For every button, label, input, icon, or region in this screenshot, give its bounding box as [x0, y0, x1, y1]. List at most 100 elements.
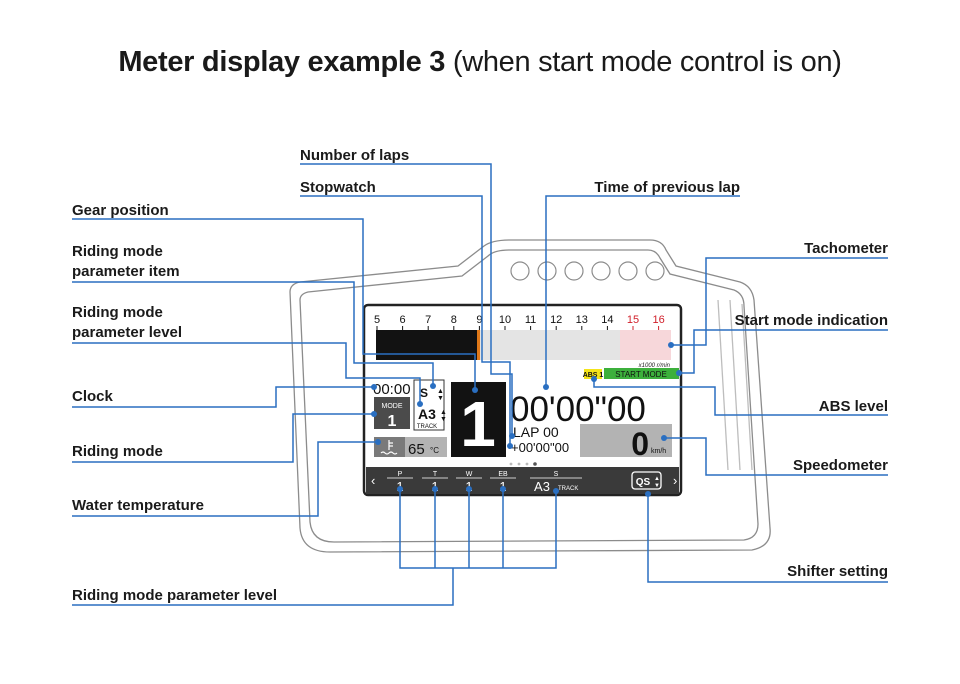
line-abs-level	[593, 379, 888, 416]
tach-tick-label: 5	[374, 314, 380, 326]
tach-tick-label: 15	[627, 314, 639, 326]
parameter-label: T	[433, 471, 438, 478]
water-temperature-unit: °C	[430, 446, 439, 455]
tach-marker	[477, 330, 480, 360]
tach-tick-label: 12	[550, 314, 562, 326]
callout-water-temperature: Water temperature	[72, 497, 204, 514]
callout-riding-mode-parameter-level-top: Riding mode parameter level	[72, 304, 183, 341]
tachometer: 5 6 7 8 9 10 11 12 13 14 15 16 x1000 r/min	[374, 314, 671, 369]
callout-gear-position: Gear position	[72, 202, 169, 219]
line-speedometer	[664, 437, 888, 476]
tach-tick-label: 10	[499, 314, 511, 326]
callout-time-of-previous-lap: Time of previous lap	[594, 179, 740, 196]
tach-tick-label: 13	[576, 314, 588, 326]
tach-tick-label: 14	[601, 314, 613, 326]
callout-tachometer: Tachometer	[804, 240, 888, 257]
callout-riding-mode-parameter-level-bottom: Riding mode parameter level	[72, 587, 278, 604]
tach-tick-label: 16	[652, 314, 664, 326]
parameter-bar	[366, 467, 679, 494]
riding-mode-box	[374, 397, 410, 429]
page-title: Meter display example 3 (when start mode…	[0, 46, 960, 79]
param-level-sub: TRACK	[417, 424, 437, 430]
line-time-of-previous-lap	[545, 195, 740, 387]
parameter-label: EB	[498, 471, 508, 478]
speedometer-unit: km/h	[651, 448, 666, 455]
speedometer-box	[580, 424, 672, 457]
number-of-laps: LAP 00	[513, 424, 559, 440]
param-level-down-arrow: ▼	[440, 416, 447, 423]
start-mode-box	[604, 368, 679, 379]
callout-shifter-setting: Shifter setting	[787, 563, 888, 580]
riding-mode-parameter-item: S	[420, 386, 428, 400]
abs-level-badge: ABS 1	[583, 372, 604, 379]
speedometer-value: 0	[631, 426, 649, 462]
shifter-box	[631, 471, 662, 490]
tach-tick-label: 8	[451, 314, 457, 326]
line-param-item	[72, 281, 434, 385]
tach-tick-label: 9	[476, 314, 482, 326]
callout-riding-mode-parameter-item: Riding mode parameter item	[72, 243, 180, 280]
line-shifter	[647, 494, 888, 583]
line-gear-position	[72, 218, 476, 390]
water-temp-value-box	[405, 437, 447, 457]
tach-bar-fill	[376, 330, 478, 360]
parameter-value: A3	[534, 479, 550, 494]
callout-number-of-laps: Number of laps	[300, 147, 410, 164]
water-temperature: 65	[408, 441, 425, 458]
start-mode-indication: START MODE	[615, 370, 667, 379]
line-param-bracket	[399, 489, 557, 569]
parameter-label: S	[554, 471, 559, 478]
gear-box	[451, 382, 506, 457]
riding-mode-parameter-level: A3	[418, 406, 436, 422]
tach-unit: x1000 r/min	[638, 363, 671, 369]
title-sub: (when start mode control is on)	[452, 46, 842, 78]
nav-left: ‹	[371, 473, 375, 488]
parameter-sub: TRACK	[558, 486, 578, 492]
callout-riding-mode: Riding mode	[72, 443, 163, 460]
tach-tick-label: 11	[525, 314, 536, 326]
riding-mode-label: MODE	[382, 403, 403, 410]
stopwatch: +00'00"00	[511, 440, 569, 455]
line-riding-mode	[72, 413, 374, 463]
shifter-down-arrow: ▼	[654, 483, 660, 489]
page-dots	[509, 462, 537, 466]
tach-tick-labels: 5 6 7 8 9 10 11 12 13 14 15 16	[374, 314, 665, 330]
water-temp-icon	[380, 440, 398, 455]
line-number-of-laps	[300, 163, 513, 435]
leader-lines	[72, 163, 888, 606]
indicator-lights	[510, 261, 665, 281]
callout-clock: Clock	[72, 388, 113, 405]
leader-dots	[371, 342, 682, 497]
callout-stopwatch: Stopwatch	[300, 179, 376, 196]
nav-right: ›	[673, 473, 677, 488]
callout-abs-level: ABS level	[818, 398, 888, 415]
line-stopwatch	[300, 195, 511, 445]
parameter-label: P	[398, 471, 403, 478]
param-item-up-arrow: ▲	[437, 388, 444, 395]
abs-badge-box	[584, 369, 602, 379]
parameter-label: W	[466, 471, 473, 478]
param-item-down-arrow: ▼	[437, 395, 444, 402]
line-start-mode	[679, 329, 888, 374]
param-box	[413, 379, 445, 431]
riding-mode-value: 1	[388, 413, 397, 430]
line-clock	[72, 386, 374, 408]
line-param-level-top	[72, 342, 421, 403]
meter-housing	[289, 239, 771, 553]
tach-tick-label: 7	[425, 314, 431, 326]
time-of-previous-lap: 00'00"00	[510, 390, 646, 429]
shifter-up-arrow: ▲	[654, 476, 660, 482]
tach-redzone	[620, 330, 671, 360]
callout-start-mode-indication: Start mode indication	[734, 312, 888, 329]
gear-position: 1	[460, 388, 496, 460]
shifter-setting: QS	[636, 477, 651, 488]
line-water-temp	[72, 441, 378, 517]
line-param-level-bottom	[72, 568, 454, 606]
callout-speedometer: Speedometer	[792, 457, 888, 474]
clock: 00:00	[373, 381, 411, 398]
param-level-up-arrow: ▲	[440, 409, 447, 416]
tach-tick-label: 6	[400, 314, 406, 326]
title-main: Meter display example 3	[118, 46, 446, 78]
line-tachometer	[671, 257, 888, 346]
